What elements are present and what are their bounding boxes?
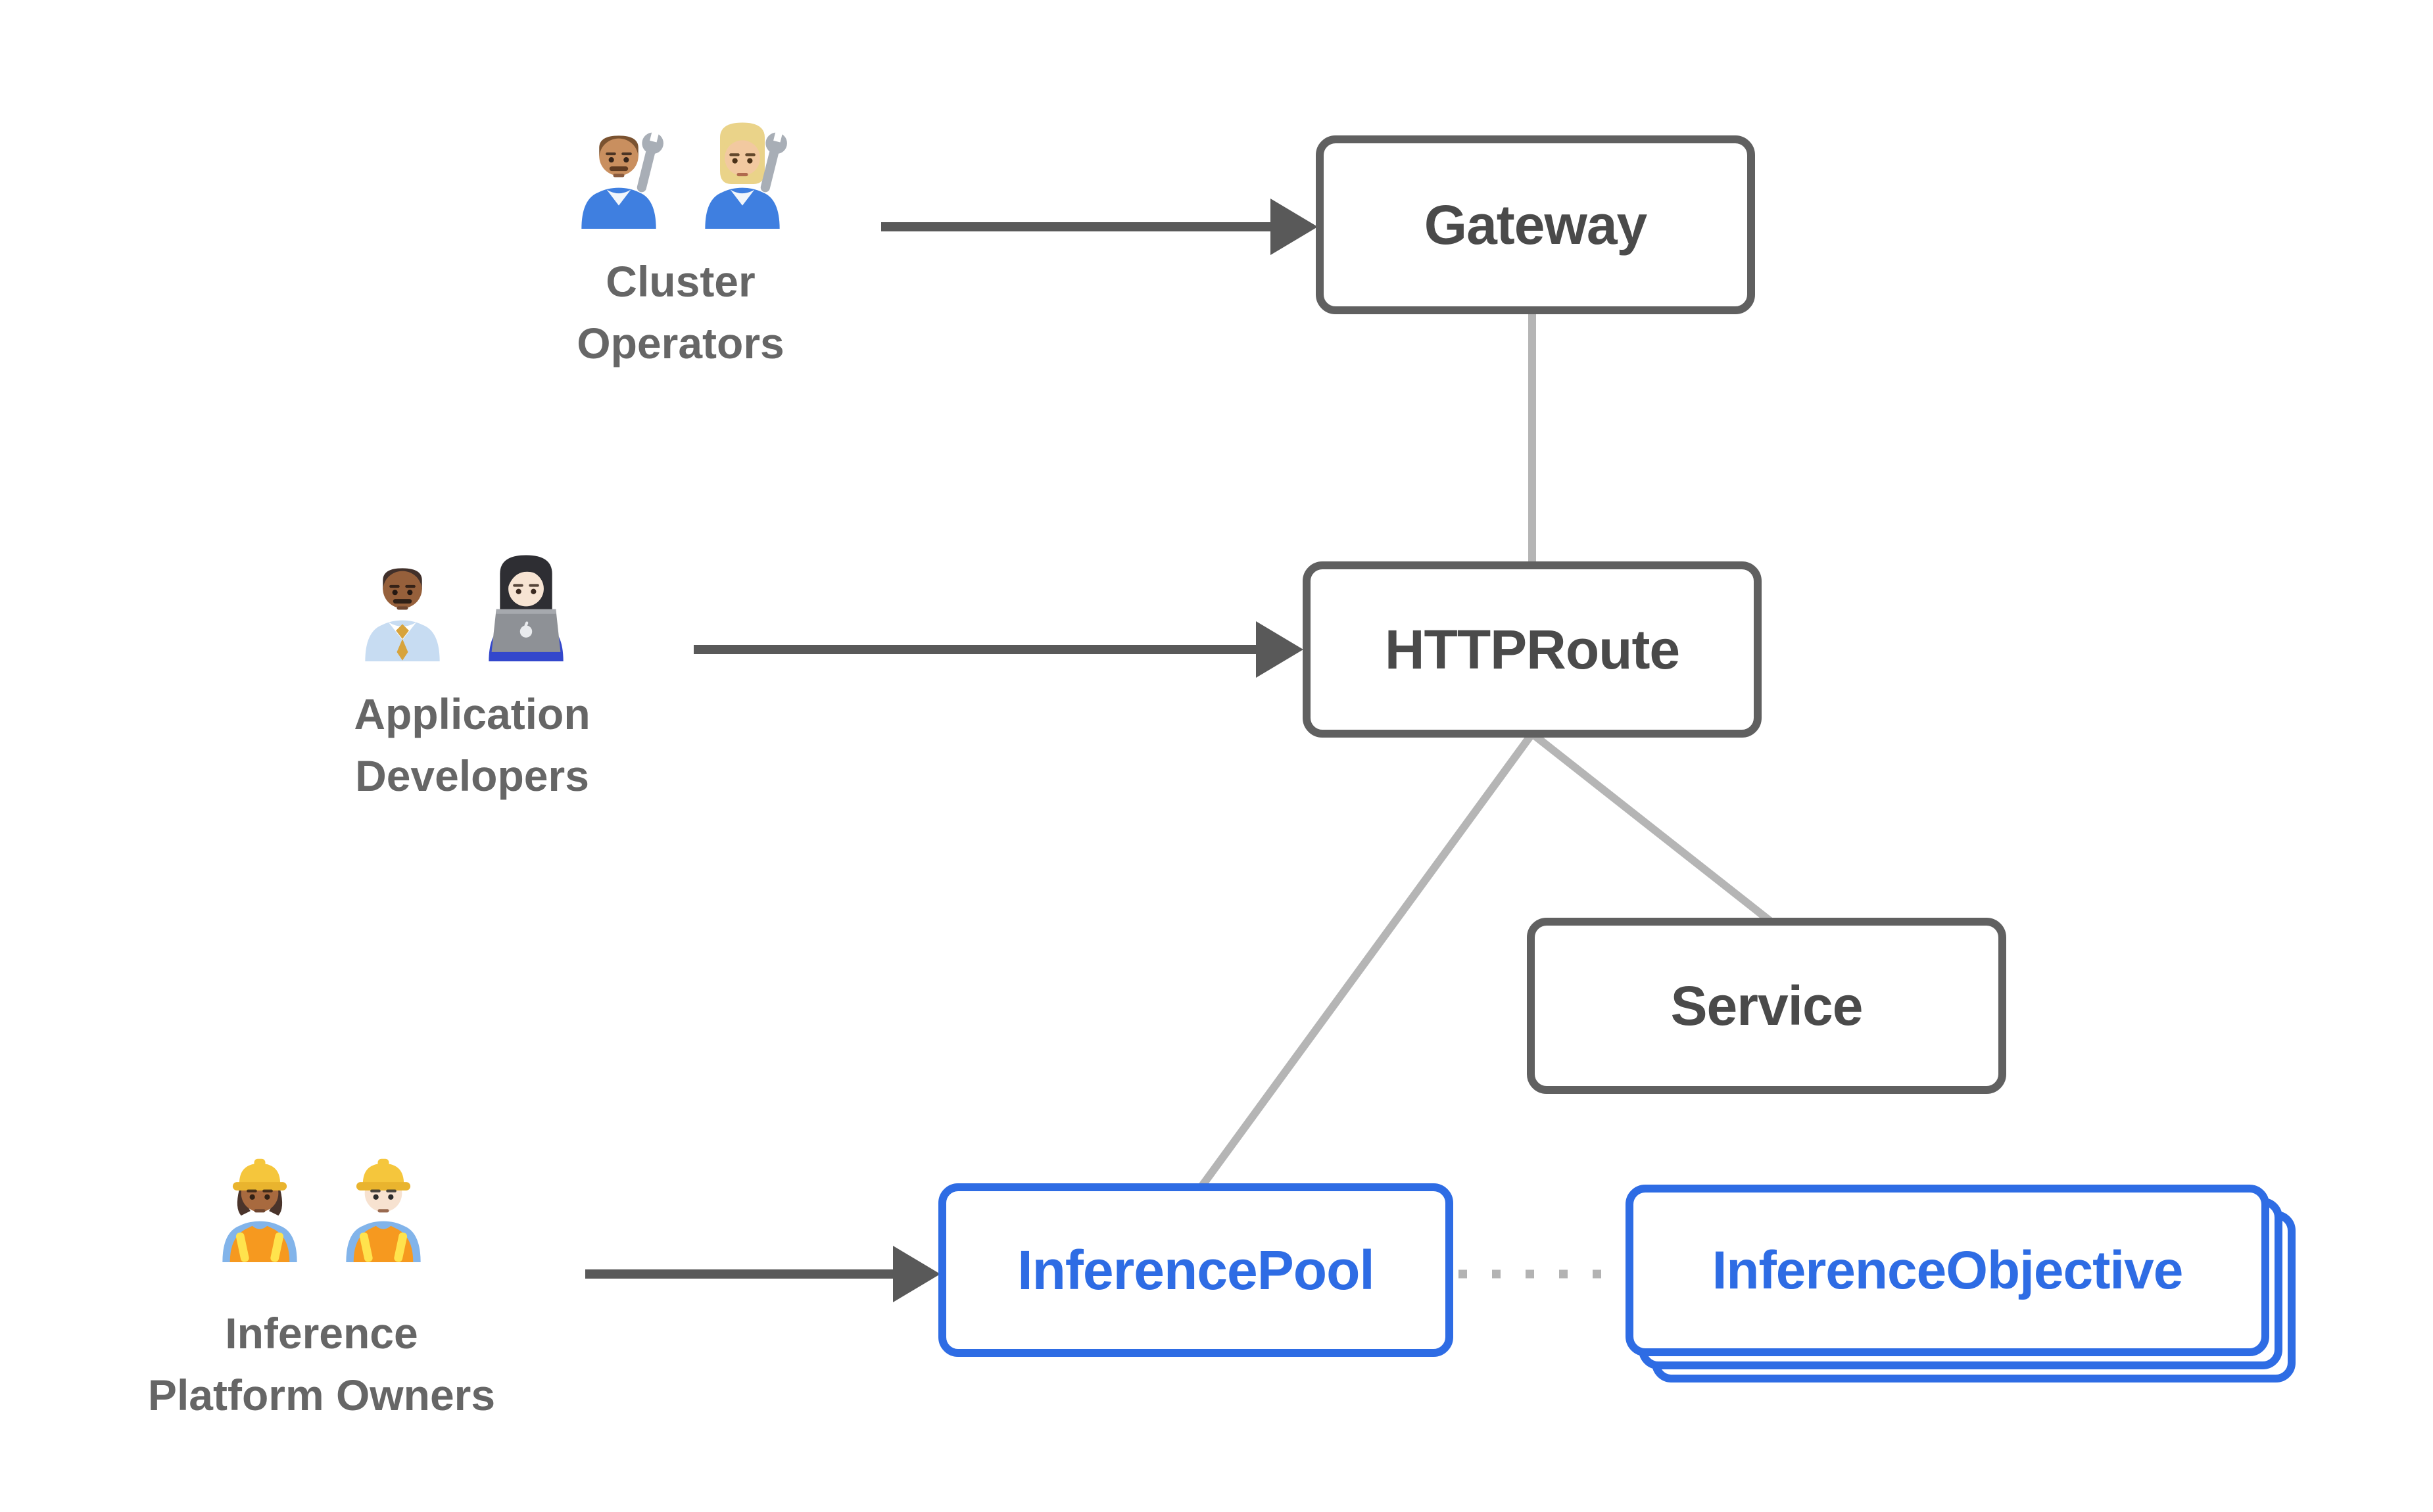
node-inferenceobjective: InferenceObjective	[1626, 1185, 2269, 1356]
actor-label-line: Developers	[355, 751, 589, 800]
node-inferenceobjective-stack: InferenceObjective	[1626, 1185, 2296, 1382]
node-inferenceobjective-label: InferenceObjective	[1712, 1240, 2184, 1300]
node-gateway-label: Gateway	[1424, 193, 1648, 256]
man-office-worker-icon	[347, 550, 458, 661]
actor-label-line: Cluster	[606, 257, 756, 306]
actor-platform-owners-icons	[204, 1150, 439, 1262]
edge-httproute-inferencepool	[1195, 731, 1535, 1194]
woman-mechanic-icon	[687, 117, 798, 229]
actor-application-developers-icons	[347, 550, 582, 661]
woman-construction-worker-icon	[204, 1150, 316, 1262]
actor-label-line: Inference	[225, 1309, 418, 1358]
actor-label-line: Application	[354, 690, 590, 738]
node-inferencepool-label: InferencePool	[1017, 1239, 1374, 1301]
node-service: Service	[1527, 918, 2006, 1094]
woman-technologist-icon	[470, 550, 582, 661]
node-httproute: HTTPRoute	[1303, 561, 1762, 738]
node-inferencepool: InferencePool	[938, 1183, 1453, 1357]
arrow-application-developers-to-httproute	[694, 621, 1303, 678]
node-gateway: Gateway	[1316, 135, 1755, 314]
arrow-cluster-operators-to-gateway	[881, 199, 1318, 255]
node-service-label: Service	[1670, 974, 1864, 1037]
actor-cluster-operators-label: Cluster Operators	[483, 251, 878, 374]
man-construction-worker-icon	[327, 1150, 439, 1262]
edge-httproute-service	[1530, 730, 1776, 927]
arrow-platform-owners-to-inferencepool	[585, 1246, 940, 1302]
node-httproute-label: HTTPRoute	[1384, 618, 1680, 680]
actor-cluster-operators-icons	[563, 117, 798, 229]
actor-platform-owners-label: Inference Platform Owners	[91, 1303, 552, 1426]
actor-label-line: Platform Owners	[147, 1370, 496, 1419]
actor-application-developers-label: Application Developers	[275, 684, 669, 807]
man-mechanic-icon	[563, 117, 675, 229]
actor-label-line: Operators	[577, 318, 784, 367]
